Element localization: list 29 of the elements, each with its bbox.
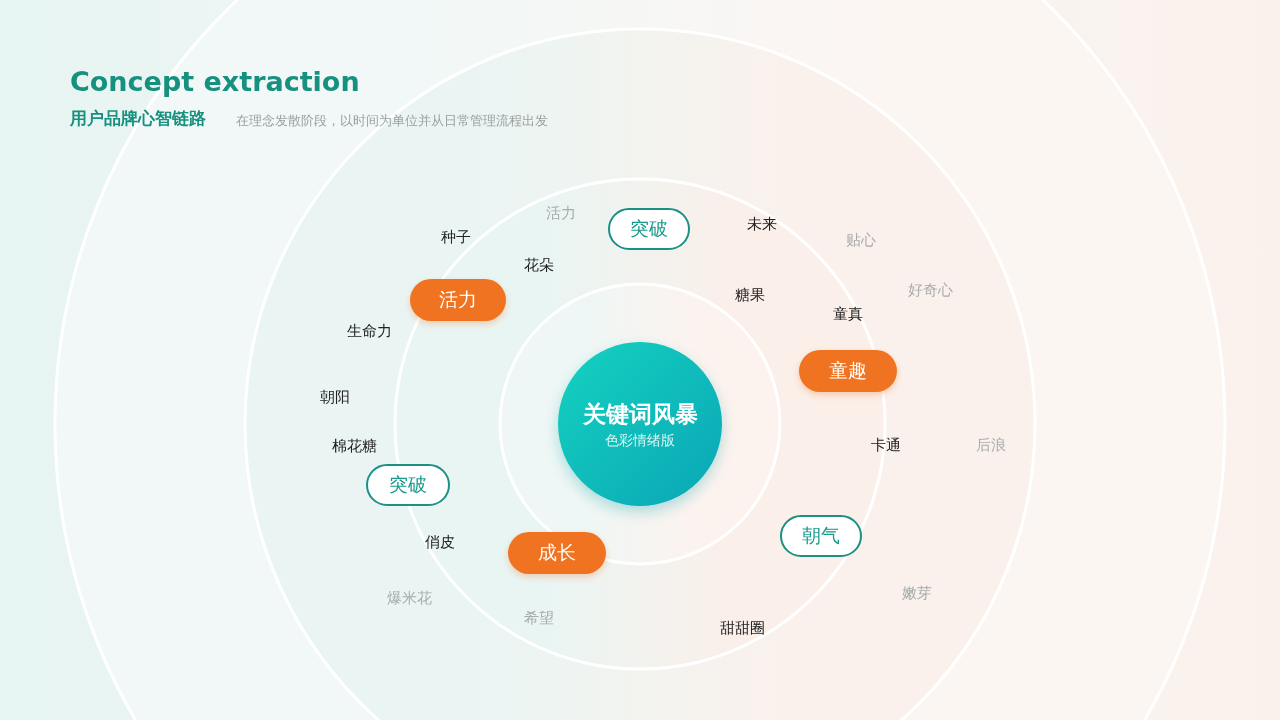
keyword-label: 贴心 (846, 230, 876, 250)
keyword-label: 朝阳 (320, 387, 350, 407)
keyword-label: 糖果 (735, 285, 765, 305)
keyword-label: 好奇心 (907, 280, 953, 300)
subtitle: 用户品牌心智链路 (70, 107, 206, 130)
keyword-label: 活力 (546, 203, 576, 223)
keyword-pill: 童趣 (799, 350, 897, 392)
keyword-pill: 活力 (410, 279, 506, 321)
keyword-label: 童真 (833, 304, 863, 324)
keyword-label: 卡通 (871, 435, 901, 455)
keyword-pill: 突破 (366, 464, 450, 506)
center-heading: 关键词风暴 (582, 399, 698, 429)
keyword-pill: 突破 (608, 208, 690, 250)
title-heading: Concept extraction (70, 66, 360, 97)
keyword-label: 爆米花 (386, 588, 432, 608)
keyword-label: 嫩芽 (902, 583, 932, 603)
keyword-label: 后浪 (976, 435, 1006, 455)
keyword-pill: 成长 (508, 532, 606, 574)
keyword-pill: 朝气 (780, 515, 862, 557)
center-subheading: 色彩情绪版 (605, 431, 675, 450)
keyword-label: 花朵 (524, 255, 554, 275)
keyword-label: 种子 (441, 227, 471, 247)
keyword-label: 未来 (747, 214, 777, 234)
keyword-label: 棉花糖 (331, 436, 377, 456)
description-text: 在理念发散阶段，以时间为单位并从日常管理流程出发 (236, 112, 548, 130)
keyword-label: 生命力 (346, 321, 392, 341)
keyword-label: 甜甜圈 (719, 618, 765, 638)
keyword-label: 俏皮 (425, 532, 455, 552)
keyword-label: 希望 (524, 608, 554, 628)
